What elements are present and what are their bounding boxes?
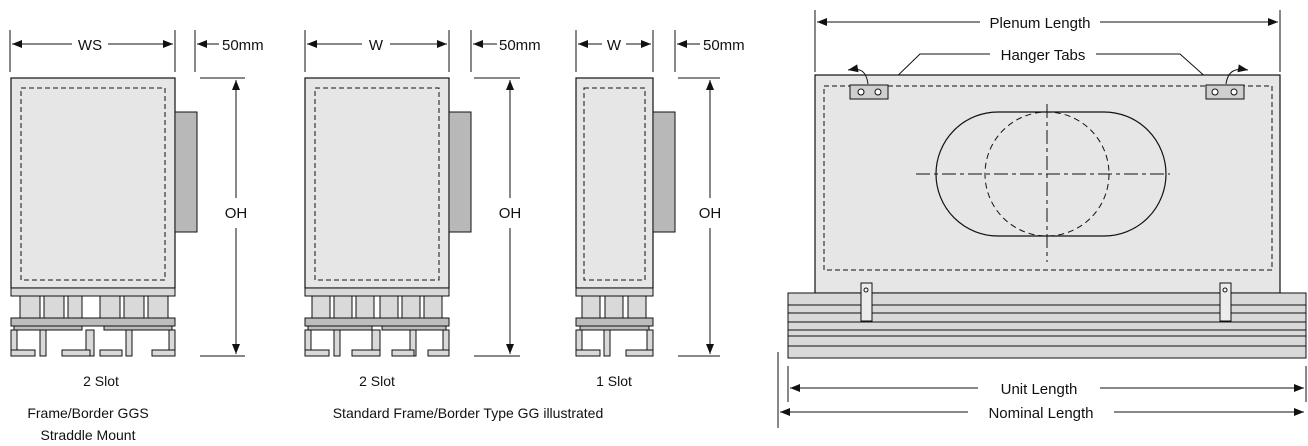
diffuser-frame	[787, 282, 1307, 359]
hanger-tabs-label: Hanger Tabs	[1001, 47, 1086, 64]
oh-label: OH	[499, 205, 522, 222]
unit-gg-1-slot: W 50mm OH 1 Slot	[575, 30, 745, 389]
slot-label: 2 Slot	[359, 373, 395, 389]
ws-label: WS	[78, 37, 102, 54]
plenum-length-label: Plenum Length	[990, 15, 1091, 32]
hanger-tab-right	[1205, 64, 1249, 100]
inlet-collar	[448, 111, 472, 233]
plenum-body	[575, 77, 654, 289]
slot-label: 2 Slot	[83, 373, 119, 389]
offset-label: 50mm	[222, 37, 264, 54]
offset-label: 50mm	[703, 37, 745, 54]
oh-label: OH	[225, 205, 248, 222]
frame-border-profile	[575, 287, 654, 357]
w-label: W	[369, 37, 384, 54]
hanger-tab-left	[847, 64, 889, 100]
nominal-length-label: Nominal Length	[988, 405, 1093, 422]
inlet-collar	[652, 111, 676, 233]
plenum-body	[304, 77, 450, 289]
offset-label: 50mm	[499, 37, 541, 54]
unit-ggs: WS 50mm OH 2 Slot	[9, 30, 264, 389]
caption-standard: Standard Frame/Border Type GG illustrate…	[333, 405, 604, 421]
caption-ggs-line2: Straddle Mount	[41, 427, 136, 443]
unit-gg-2-slot: W 50mm OH 2 Slot	[304, 30, 541, 389]
frame-border-profile	[304, 287, 450, 357]
unit-length-label: Unit Length	[1001, 381, 1078, 398]
frame-border-profile	[10, 287, 176, 357]
plenum-body	[10, 77, 176, 289]
oh-label: OH	[699, 205, 722, 222]
w-label: W	[607, 37, 622, 54]
inlet-collar	[174, 111, 198, 233]
slot-label: 1 Slot	[596, 373, 632, 389]
plenum-side-view: Plenum Length Hanger Tabs	[777, 10, 1307, 428]
caption-ggs-line1: Frame/Border GGS	[27, 405, 148, 421]
